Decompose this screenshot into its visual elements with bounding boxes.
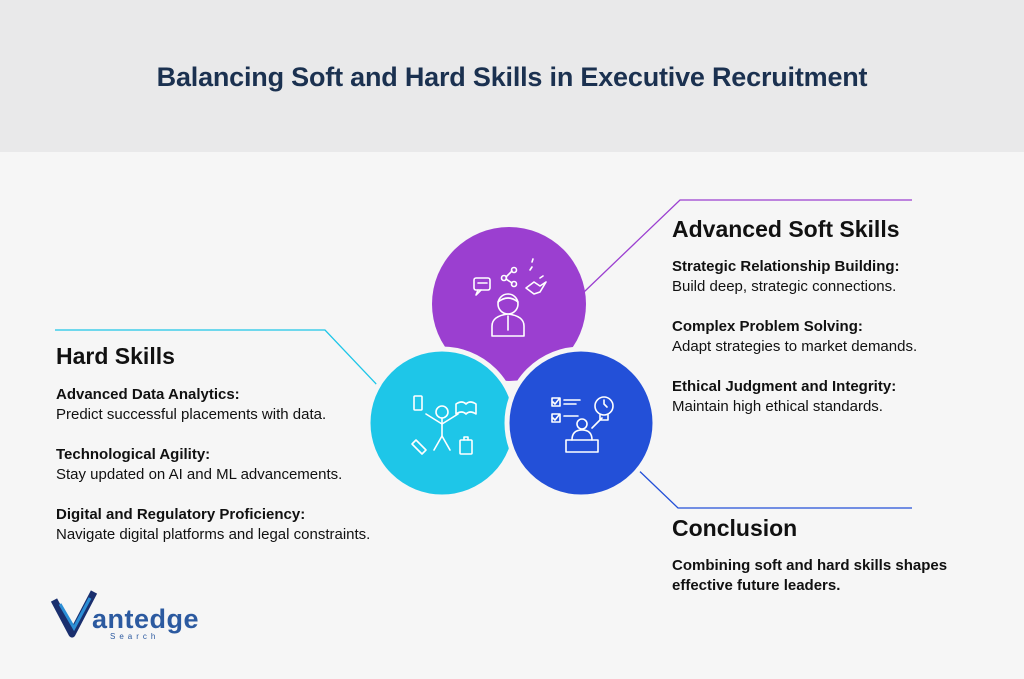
conclusion-text: Combining soft and hard skills shapes ef… bbox=[672, 557, 948, 594]
hard-skill-desc: Predict successful placements with data. bbox=[56, 406, 327, 423]
networking-person-icon bbox=[473, 258, 547, 337]
hard-skills-heading: Hard Skills bbox=[56, 343, 175, 369]
logo-subtitle: Search bbox=[110, 632, 160, 641]
hard-skills-connector bbox=[55, 329, 381, 389]
logo-wordmark: antedge bbox=[92, 604, 200, 634]
hard-skill-label: Digital and Regulatory Proficiency: bbox=[56, 506, 306, 523]
soft-skills-connector bbox=[583, 199, 912, 293]
hard-skill-label: Technological Agility: bbox=[56, 446, 211, 463]
soft-skill-label: Strategic Relationship Building: bbox=[672, 258, 900, 275]
hard-skill-label: Advanced Data Analytics: bbox=[56, 386, 240, 403]
soft-skill-item: Complex Problem Solving: Adapt strategie… bbox=[672, 317, 917, 357]
vantedge-logo-mark bbox=[50, 590, 98, 638]
hard-skill-item: Digital and Regulatory Proficiency: Navi… bbox=[56, 505, 370, 545]
conclusion-heading: Conclusion bbox=[672, 515, 798, 541]
soft-skill-desc: Adapt strategies to market demands. bbox=[672, 338, 918, 355]
soft-skill-item: Strategic Relationship Building: Build d… bbox=[672, 257, 900, 297]
soft-skill-item: Ethical Judgment and Integrity: Maintain… bbox=[672, 377, 896, 417]
hard-skill-item: Technological Agility: Stay updated on A… bbox=[56, 445, 342, 485]
soft-skill-desc: Build deep, strategic connections. bbox=[672, 278, 897, 295]
presentation-ideas-icon bbox=[551, 396, 614, 453]
soft-skills-circle bbox=[432, 227, 586, 381]
soft-skill-label: Complex Problem Solving: bbox=[672, 318, 863, 335]
conclusion-connector bbox=[629, 461, 912, 509]
soft-skills-heading: Advanced Soft Skills bbox=[672, 216, 900, 242]
soft-skill-label: Ethical Judgment and Integrity: bbox=[672, 378, 897, 395]
soft-skill-desc: Maintain high ethical standards. bbox=[672, 398, 883, 415]
header-band bbox=[0, 0, 1024, 152]
hard-skill-item: Advanced Data Analytics: Predict success… bbox=[56, 385, 326, 425]
hard-skill-desc: Navigate digital platforms and legal con… bbox=[56, 526, 371, 543]
conclusion-circle bbox=[504, 346, 658, 500]
multitasking-person-icon bbox=[411, 395, 477, 455]
page-title: Balancing Soft and Hard Skills in Execut… bbox=[156, 62, 868, 92]
hard-skill-desc: Stay updated on AI and ML advancements. bbox=[56, 466, 343, 483]
